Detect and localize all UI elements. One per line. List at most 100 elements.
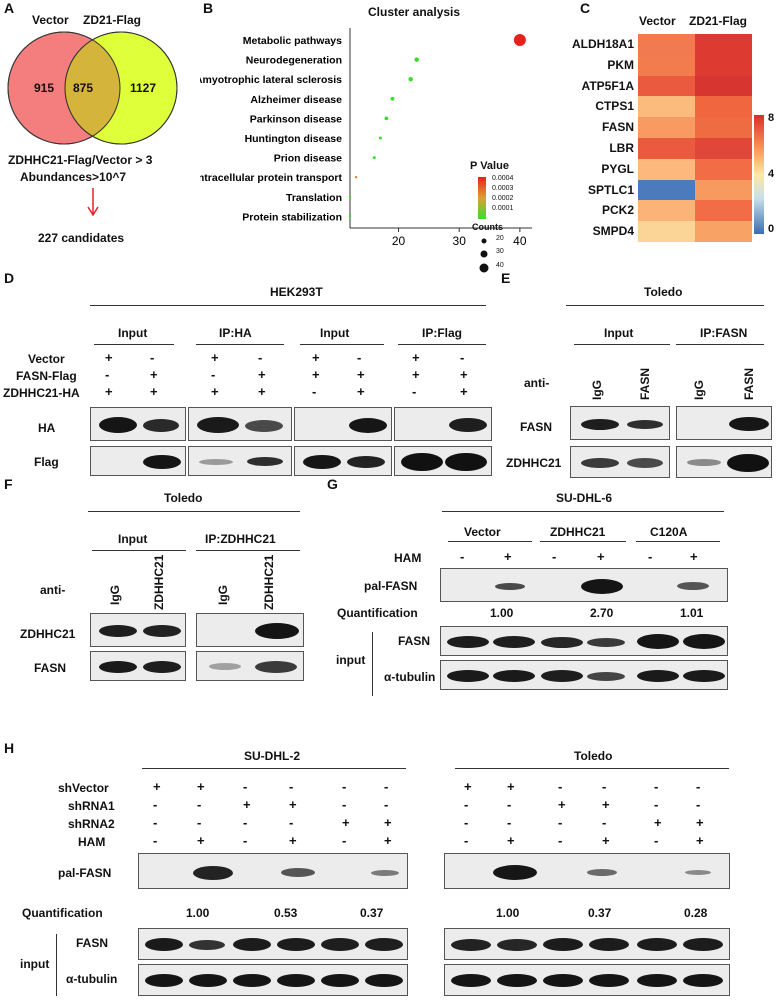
- e-group-input: Input: [604, 326, 634, 340]
- p-value-legend-title: P Value: [470, 160, 509, 172]
- sign-cell: +: [150, 384, 158, 399]
- category-label: Alzheimer disease: [250, 94, 342, 106]
- heatmap-cell: [695, 96, 752, 118]
- category-label: Amyotrophic lateral sclerosis: [200, 74, 342, 86]
- h-pal-fasn-blot-left: [138, 853, 408, 889]
- sign-cell: -: [243, 815, 248, 830]
- venn-criteria-1: ZDHHC21-Flag/Vector > 3: [8, 153, 153, 167]
- data-point: [513, 34, 526, 46]
- sign-cell: +: [602, 833, 610, 848]
- sign-cell: -: [558, 815, 563, 830]
- panel-b-label: B: [203, 0, 214, 16]
- g-quant-zdhhc21: 2.70: [590, 606, 614, 620]
- g-quant-label: Quantification: [337, 606, 418, 620]
- g-input-tubulin-label: α-tubulin: [384, 670, 436, 684]
- heatmap-row-label: ALDH18A1: [571, 37, 634, 51]
- heatmap-row-label: FASN: [601, 120, 634, 135]
- data-point: [354, 176, 358, 179]
- sign-cell: +: [211, 350, 219, 365]
- sign-cell: -: [558, 779, 563, 794]
- data-point: [348, 195, 352, 198]
- heatmap-cell: [638, 54, 695, 76]
- data-point: [390, 96, 395, 101]
- h-row-ham: HAM: [78, 835, 106, 849]
- sign-cell: -: [342, 797, 347, 812]
- f-lane-zdhhc21-2: ZDHHC21: [262, 554, 276, 610]
- h-input-tubulin-blot-right: [444, 964, 730, 996]
- data-point: [348, 215, 352, 218]
- sign-cell: +: [211, 384, 219, 399]
- g-input-fasn-label: FASN: [398, 634, 431, 648]
- heatmap-row-label: SMPD4: [592, 224, 634, 239]
- h-input-fasn-blot-right: [444, 928, 730, 960]
- d-ha-blot-ip-ha: [188, 407, 292, 441]
- sign-cell: -: [558, 833, 563, 848]
- f-fasn-blot-input: [90, 651, 186, 681]
- h-row-shrna1: shRNA1: [68, 799, 115, 813]
- sign-cell: +: [357, 367, 365, 382]
- sign-cell: +: [696, 833, 704, 848]
- category-label: Huntington disease: [245, 133, 343, 145]
- g-group-vector: Vector: [464, 525, 501, 539]
- sign-cell: -: [357, 350, 362, 365]
- heatmap-row-label: LBR: [609, 141, 634, 155]
- sign-cell: +: [312, 350, 320, 365]
- data-point: [378, 136, 382, 140]
- sign-cell: -: [153, 815, 158, 830]
- sign-cell: +: [460, 367, 468, 382]
- g-input-fasn-blot: [440, 626, 728, 656]
- sign-cell: +: [558, 797, 566, 812]
- panel-c-label: C: [580, 0, 591, 16]
- heatmap-colorbar: [754, 115, 764, 234]
- colorbar-tick-0: 0: [768, 223, 775, 235]
- h-input-tubulin-label: α-tubulin: [66, 972, 118, 986]
- g-input-tubulin-blot: [440, 660, 728, 690]
- sign-cell: +: [105, 350, 113, 365]
- g-ham-label: HAM: [394, 551, 422, 565]
- f-zdhhc21-blot-input: [90, 613, 186, 647]
- venn-right-count: 1127: [130, 81, 157, 95]
- panel-d-label: D: [4, 270, 15, 286]
- h-input-label: input: [20, 957, 50, 971]
- heatmap-cell: [638, 221, 695, 242]
- sign-cell: -: [243, 833, 248, 848]
- sign-cell: +: [105, 384, 113, 399]
- sign-cell: -: [648, 549, 653, 564]
- sign-cell: +: [197, 779, 205, 794]
- f-lane-igg-2: IgG: [216, 585, 230, 605]
- heatmap-cell: [638, 34, 695, 55]
- sign-cell: +: [412, 350, 420, 365]
- e-fasn-blot-input: [570, 406, 670, 440]
- sign-cell: -: [507, 797, 512, 812]
- sign-cell: +: [312, 367, 320, 382]
- e-blot-label-zdhhc21: ZDHHC21: [506, 456, 562, 470]
- sign-cell: +: [384, 815, 392, 830]
- h-quant-right-1: 1.00: [496, 906, 520, 920]
- e-anti-label: anti-: [524, 376, 550, 390]
- sign-cell: +: [150, 367, 158, 382]
- heatmap-cell: [695, 221, 752, 242]
- sign-cell: -: [258, 350, 263, 365]
- e-zdhhc21-blot-input: [570, 446, 670, 478]
- sign-cell: +: [243, 797, 251, 812]
- h-quant-right-2: 0.37: [588, 906, 612, 920]
- d-ha-blot-input: [90, 407, 186, 441]
- category-label: Metabolic pathways: [243, 35, 342, 47]
- sign-cell: -: [602, 779, 607, 794]
- category-label: Prion disease: [274, 153, 342, 165]
- sign-cell: +: [384, 833, 392, 848]
- d-blot-label-flag: Flag: [34, 455, 59, 469]
- sign-cell: -: [150, 350, 155, 365]
- data-point: [414, 57, 419, 62]
- e-lane-igg-1: IgG: [590, 380, 604, 400]
- counts-tick-20: 20: [496, 235, 504, 242]
- data-point: [384, 116, 389, 121]
- chart-title: Cluster analysis: [368, 5, 461, 19]
- d-group-input-2: Input: [320, 326, 350, 340]
- h-quant-left-2: 0.53: [274, 906, 298, 920]
- sign-cell: -: [197, 815, 202, 830]
- sign-cell: +: [690, 549, 698, 564]
- heatmap-cell: [638, 200, 695, 222]
- heatmap-cell: [638, 138, 695, 159]
- sign-cell: -: [243, 779, 248, 794]
